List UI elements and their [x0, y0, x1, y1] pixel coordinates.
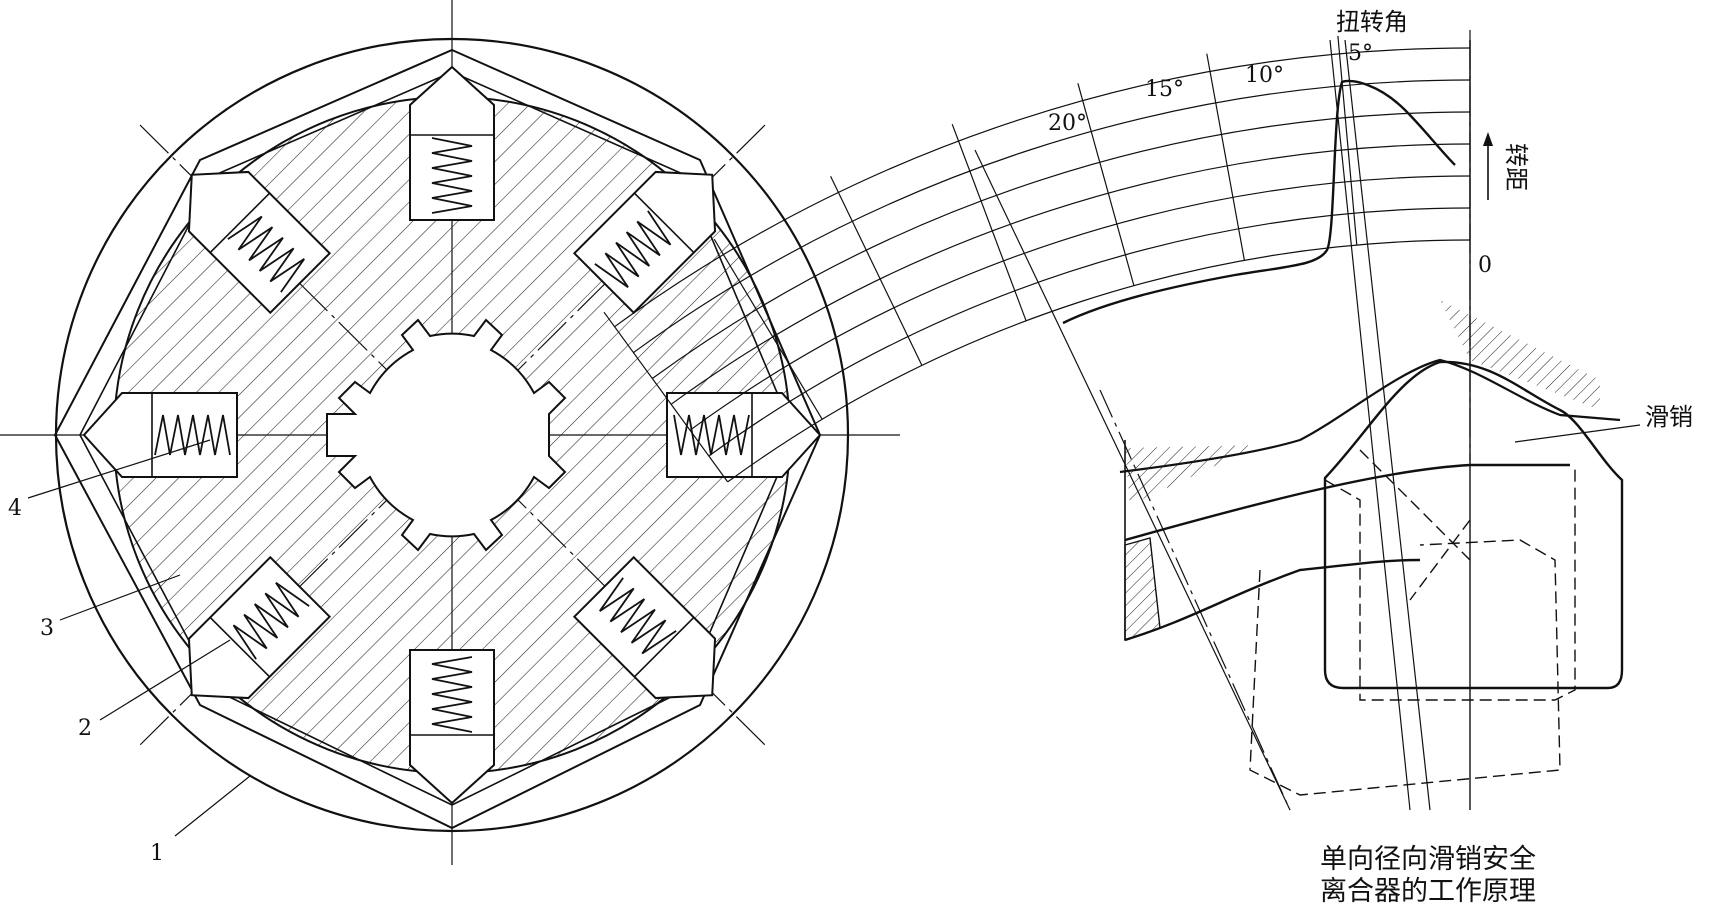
grid-arc [651, 111, 1471, 379]
housing-wedge-upper [1440, 300, 1600, 410]
right-labels: 扭转角 5° 10° 15° 20° 0 转距 滑销 单向径向滑销安全 离合器的… [1048, 8, 1693, 907]
torque-axis-label: 转距 [1502, 143, 1530, 191]
clutch-cross-section [0, 0, 900, 865]
grid-radial [1206, 53, 1245, 261]
pin-spring-assembly [82, 392, 238, 478]
angle-tick-15: 15° [1145, 77, 1184, 102]
pin-label: 滑销 [1645, 403, 1693, 431]
housing-outer-profile [53, 48, 822, 830]
callout-1: 1 [150, 841, 164, 866]
zero-label: 0 [1478, 253, 1492, 278]
angle-tick-10: 10° [1245, 63, 1284, 88]
hub-arc-outer [1124, 463, 1570, 542]
sliding-pin [1323, 360, 1624, 690]
housing-wedge-left [1125, 445, 1260, 505]
caption-line-2: 离合器的工作原理 [1320, 876, 1536, 907]
pin-displaced-outline-2 [1249, 539, 1561, 796]
grid-arc [614, 47, 1471, 328]
housing-wedge-lower [1124, 537, 1161, 641]
pin-spring-assembly [187, 170, 332, 315]
pin-spring-assembly [409, 649, 495, 805]
grid-radial [603, 311, 729, 483]
pin-spring-assembly [572, 170, 717, 315]
pin-spring-assembly [666, 392, 822, 478]
grid-arc [670, 143, 1471, 405]
grid-radial [713, 238, 823, 420]
grid-radial [1077, 83, 1135, 286]
angle-tick-20: 20° [1048, 111, 1087, 136]
grid-radial [830, 176, 923, 366]
torque-curve [1062, 79, 1456, 325]
pin-spring-assembly [187, 555, 332, 700]
pin-spring-assembly [409, 65, 495, 221]
working-principle-diagram [603, 30, 1641, 811]
pin-displaced-outline [1324, 465, 1576, 701]
pin-spring-assembly [572, 555, 717, 700]
caption-line-1: 单向径向滑销安全 [1320, 844, 1536, 875]
callout-4: 4 [8, 496, 22, 521]
hub-arc-inner [1124, 558, 1421, 642]
spline-bore [326, 318, 567, 552]
angle-tick-5: 5° [1348, 41, 1373, 66]
grid-arc [727, 239, 1471, 483]
angle-axis-label: 扭转角 [1336, 8, 1408, 36]
callout-3: 3 [40, 616, 54, 641]
grid-arc [689, 175, 1471, 431]
torque-axis: 转距 [1483, 132, 1530, 200]
pin-assemblies [82, 65, 822, 805]
callout-2: 2 [78, 716, 92, 741]
pin-centerline [1344, 39, 1431, 811]
grid-radial [951, 123, 1027, 322]
grid-radial [1337, 35, 1358, 246]
callouts: 1 2 3 4 [8, 439, 251, 866]
